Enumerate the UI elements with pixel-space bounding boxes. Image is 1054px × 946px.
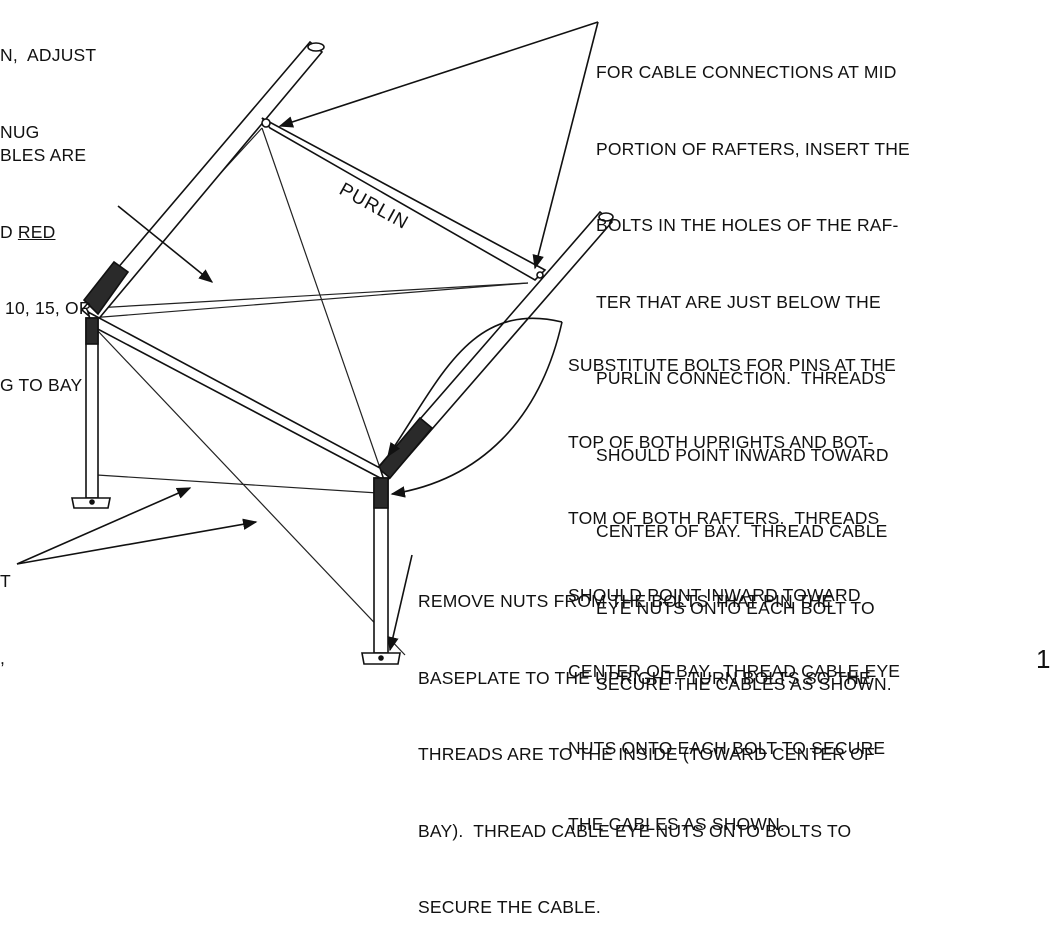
note-line: D RED <box>0 220 92 246</box>
note-line: BOLTS IN THE HOLES OF THE RAF- <box>596 215 899 235</box>
note-line: 10, 15, OR <box>0 298 92 318</box>
note-line: SHOULD POINT INWARD TOWARD <box>568 584 861 605</box>
note-remove-nuts: REMOVE NUTS FROM THE BOLTS THAT PIN THE … <box>418 538 875 946</box>
leader-arrows <box>16 21 599 652</box>
note-line: SUBSTITUTE BOLTS FOR PINS AT THE <box>568 355 896 375</box>
note-line: BASEPLATE TO THE UPRIGHT. TURN BOLTS SO … <box>418 667 871 688</box>
note-cable-color-partial: BLES ARE D RED 10, 15, OR G TO BAY <box>0 92 92 424</box>
note-line: PORTION OF RAFTERS, INSERT THE <box>596 138 910 159</box>
note-line: FOR CABLE CONNECTIONS AT MID <box>596 62 897 82</box>
page-number-partial: 1 <box>1036 644 1051 674</box>
cable-lower-diagonal <box>96 329 406 656</box>
arrow-to-right-rafter <box>532 21 599 270</box>
arrow-left-note <box>117 205 214 283</box>
right-upright <box>361 477 401 665</box>
cable-lower-horizontal <box>96 474 379 494</box>
note-line: TOM OF BOTH RAFTERS. THREADS <box>568 508 880 528</box>
cable-upper-diagonal-d <box>94 282 529 309</box>
note-line: REMOVE NUTS FROM THE BOLTS THAT PIN THE <box>418 591 834 611</box>
note-top-left-partial: N, ADJUST NUG <box>0 0 96 171</box>
arrow-to-purlin-left <box>278 21 599 128</box>
arrow-substitute-top <box>387 317 563 458</box>
cable-upper-diagonal-b <box>261 127 381 469</box>
note-line: T <box>0 571 11 591</box>
right-rafter <box>372 210 614 484</box>
arrow-remove-nuts <box>387 554 413 652</box>
note-line: PURLIN CONNECTION. THREADS <box>596 368 886 388</box>
note-line: TOP OF BOTH UPRIGHTS AND BOT- <box>568 431 874 452</box>
note-line: CENTER OF BAY. THREAD CABLE <box>596 521 888 541</box>
note-line: NUG <box>0 121 40 142</box>
arrow-substitute-bottom <box>390 321 563 498</box>
note-line: , <box>0 647 6 668</box>
note-line: SHOULD POINT INWARD TOWARD <box>596 444 889 465</box>
purlin <box>261 117 547 281</box>
frame-drawing: PURLIN <box>16 21 614 665</box>
arrow-lower-diagonal <box>16 518 258 565</box>
note-line: BLES ARE <box>0 145 87 165</box>
note-line: EYE NUTS ONTO EACH BOLT TO <box>596 597 875 618</box>
note-line: BAY). THREAD CABLE EYE NUTS ONTO BOLTS T… <box>418 820 852 841</box>
red-underlined-word: RED <box>17 221 56 242</box>
note-bottom-left-partial: T , <box>0 518 11 697</box>
left-rafter <box>80 40 325 324</box>
note-line: G TO BAY <box>0 374 83 395</box>
note-line: THREADS ARE TO THE INSIDE (TOWARD CENTER… <box>418 744 875 764</box>
note-line: TER THAT ARE JUST BELOW THE <box>596 291 881 312</box>
front-eave-beam <box>86 310 386 482</box>
cable-upper-diagonal-a <box>89 282 529 319</box>
left-upright <box>71 317 111 509</box>
arrow-lower-cable <box>16 487 192 565</box>
note-line: N, ADJUST <box>0 45 97 65</box>
note-line: SECURE THE CABLE. <box>418 897 601 917</box>
note-text: D <box>0 221 18 242</box>
